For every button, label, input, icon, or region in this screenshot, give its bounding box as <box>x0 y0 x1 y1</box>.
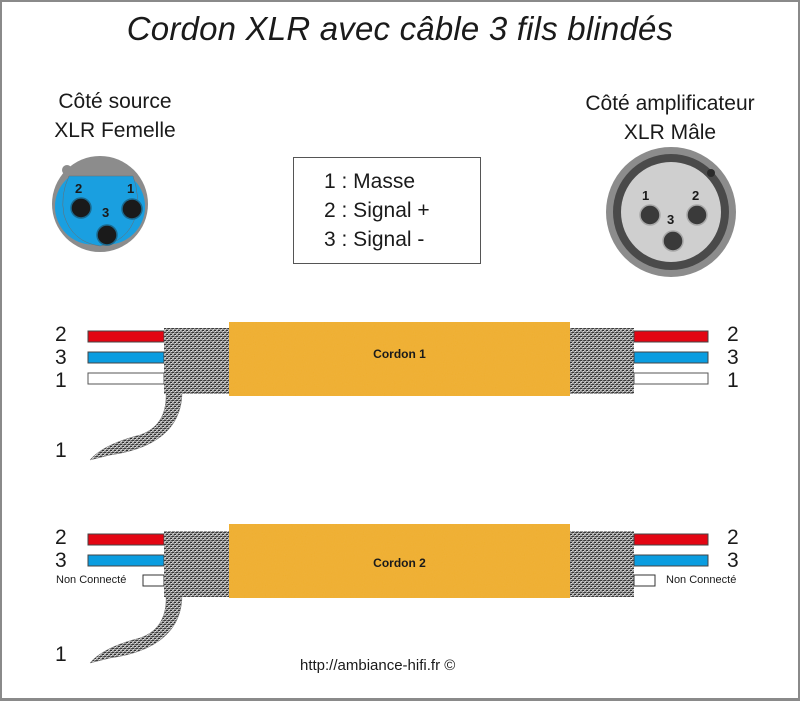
wire-red-left <box>87 533 165 546</box>
wire-red-right <box>633 533 709 546</box>
cable1-left-pin-label: 2 <box>55 323 67 346</box>
cable1-label: Cordon 1 <box>373 347 426 361</box>
page-title: Cordon XLR avec câble 3 fils blindés <box>126 10 674 47</box>
male-pin-label-1: 1 <box>642 188 650 203</box>
cable2-label: Cordon 2 <box>373 556 426 570</box>
wire-white-left <box>87 372 165 385</box>
amp-side-label: Côté amplificateur XLR Mâle <box>570 89 770 147</box>
legend-item-signal-plus: 2 : Signal + <box>324 199 430 222</box>
wire-white-right <box>633 372 709 385</box>
cable2-left-pin-label: 2 <box>55 526 67 549</box>
footer-credit: http://ambiance-hifi.fr © <box>300 657 456 674</box>
source-connector-type: XLR Femelle <box>54 119 176 142</box>
legend-item-ground: 1 : Masse <box>324 170 416 193</box>
cable1-right-pin-label: 3 <box>727 346 739 369</box>
drain-wire-left <box>89 391 183 461</box>
shield-braid-right <box>570 531 634 597</box>
cable1-right-pin-label: 2 <box>727 323 739 346</box>
cable-1 <box>87 322 709 461</box>
pin-1-socket <box>121 198 143 220</box>
cable1-left-pin-label: 3 <box>55 346 67 369</box>
cable-jacket <box>229 322 570 396</box>
wire-blue-left <box>87 554 165 567</box>
wire-white-left-cut <box>142 574 165 587</box>
cable1-left-pin-label: 1 <box>55 369 67 392</box>
cable2-right-pin-label: 2 <box>727 526 739 549</box>
shield-braid-left <box>164 531 229 597</box>
cable2-drain-pin-label: 1 <box>55 643 67 666</box>
cable2-left-pin-label: 3 <box>55 549 67 572</box>
female-pin-label-2: 2 <box>75 181 83 196</box>
xlr-female-connector <box>52 156 148 252</box>
male-insert <box>621 162 721 262</box>
female-pin-label-1: 1 <box>127 181 135 196</box>
drain-wire-left <box>89 594 183 664</box>
pin-2-socket <box>70 197 92 219</box>
male-pin-label-3: 3 <box>667 212 675 227</box>
cable2-right-pin-label: 3 <box>727 549 739 572</box>
pin-legend: 1 : Masse 2 : Signal + 3 : Signal - <box>293 157 481 264</box>
wire-red-right <box>633 330 709 343</box>
cable2-right-nc-label: Non Connecté <box>666 574 737 586</box>
pin-3-socket <box>96 224 118 246</box>
female-pin-label-3: 3 <box>102 205 110 220</box>
shield-braid-left <box>164 328 229 394</box>
wire-blue-right <box>633 554 709 567</box>
amp-connector-type: XLR Mâle <box>623 121 717 144</box>
cable1-drain-pin-label: 1 <box>55 439 67 462</box>
pin-1 <box>639 204 661 226</box>
xlr-male-connector <box>606 147 736 277</box>
wire-blue-right <box>633 351 709 364</box>
source-side-title: Côté source <box>58 90 172 113</box>
legend-item-signal-minus: 3 : Signal - <box>324 228 425 251</box>
source-side-label: Côté source XLR Femelle <box>20 87 210 145</box>
cable1-right-pin-label: 1 <box>727 369 739 392</box>
male-pin-label-2: 2 <box>692 188 700 203</box>
pin-3 <box>662 230 684 252</box>
shield-braid-right <box>570 328 634 394</box>
wire-white-right-cut <box>633 574 656 587</box>
cable2-left-nc-label: Non Connecté <box>56 574 127 586</box>
amp-side-title: Côté amplificateur <box>585 92 755 115</box>
wire-red-left <box>87 330 165 343</box>
wire-blue-left <box>87 351 165 364</box>
cable-jacket <box>229 524 570 598</box>
pin-2 <box>686 204 708 226</box>
cable-2 <box>87 524 709 664</box>
